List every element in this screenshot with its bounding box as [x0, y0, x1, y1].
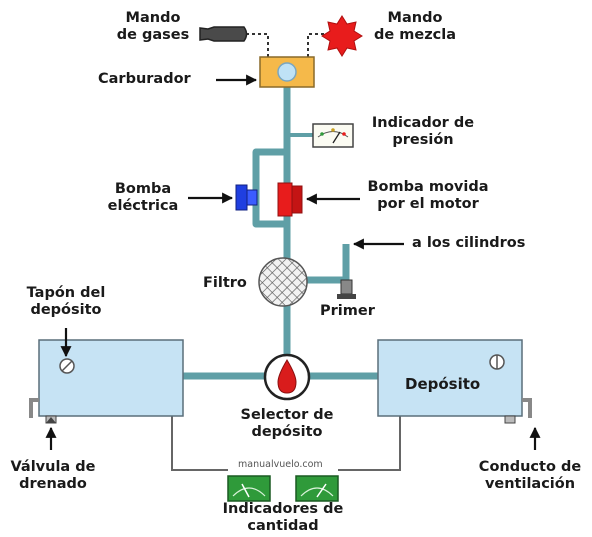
mixture-label: Mando de mezcla: [360, 10, 470, 44]
electric-pump-label: Bomba eléctrica: [100, 181, 186, 215]
throttle-label-line2: de gases: [116, 27, 190, 43]
selector-label: Selector de depósito: [232, 407, 342, 441]
drain-valve-label-line1: Válvula de: [10, 459, 96, 475]
control-cables: [246, 33, 330, 57]
primer-label: Primer: [320, 303, 375, 319]
tank-cap-label-line1: Tapón del: [26, 285, 106, 301]
quantity-gauges-label-line1: Indicadores de: [222, 501, 344, 517]
mixture-label-line1: Mando: [387, 10, 443, 26]
selector-label-line1: Selector de: [240, 407, 334, 423]
pointer-arrow-icon: [45, 74, 541, 450]
carburetor-label: Carburador: [98, 71, 191, 87]
vent-line-label: Conducto de ventilación: [474, 459, 586, 493]
mixture-knob-icon: [321, 15, 363, 57]
quantity-gauges-label-line2: cantidad: [247, 518, 319, 534]
drain-valve-label-line2: drenado: [19, 476, 87, 492]
tank-name: Depósito: [405, 375, 481, 393]
watermark: manualvuelo.com: [238, 459, 323, 470]
pressure-gauge-label-line1: Indicador de: [371, 115, 475, 131]
throttle-label-line1: Mando: [125, 10, 181, 26]
cylinders-label: a los cilindros: [412, 235, 526, 251]
vent-line-label-line2: ventilación: [484, 476, 576, 492]
quantity-gauges-label: Indicadores de cantidad: [218, 501, 348, 535]
tank-cap-label-line2: depósito: [30, 302, 102, 318]
electric-pump: [235, 184, 258, 211]
throttle-label: Mando de gases: [108, 10, 198, 44]
drain-valve-label: Válvula de drenado: [6, 459, 100, 493]
gauge-wires: [171, 412, 401, 471]
pressure-gauge: [312, 123, 354, 148]
vent-line-label-line1: Conducto de: [478, 459, 582, 475]
tank-cap-label: Tapón del depósito: [20, 285, 112, 319]
pressure-gauge-label-line2: presión: [392, 132, 454, 148]
fuel-drop-icon: [263, 353, 311, 401]
selector-label-line2: depósito: [251, 424, 323, 440]
primer: [337, 279, 356, 299]
fuel-gauge-icon: [227, 475, 271, 502]
throttle-knob-icon: [199, 26, 248, 42]
drain-valve: [29, 398, 57, 424]
pressure-gauge-label: Indicador de presión: [363, 115, 483, 149]
right-tank: [377, 339, 523, 417]
engine-pump-label-line1: Bomba movida: [367, 179, 489, 195]
fuel-gauge-icon: [295, 475, 339, 502]
carburetor: [259, 56, 315, 88]
filter-label: Filtro: [203, 275, 247, 291]
mixture-label-line2: de mezcla: [374, 27, 456, 43]
engine-pump-label-line2: por el motor: [377, 196, 479, 212]
engine-pump: [277, 182, 303, 217]
left-tank: [38, 339, 184, 417]
vent-line: [504, 398, 532, 424]
electric-pump-label-line2: eléctrica: [107, 198, 179, 214]
engine-pump-label: Bomba movida por el motor: [363, 179, 493, 213]
electric-pump-label-line1: Bomba: [114, 181, 172, 197]
filter-mesh-icon: [258, 257, 308, 307]
